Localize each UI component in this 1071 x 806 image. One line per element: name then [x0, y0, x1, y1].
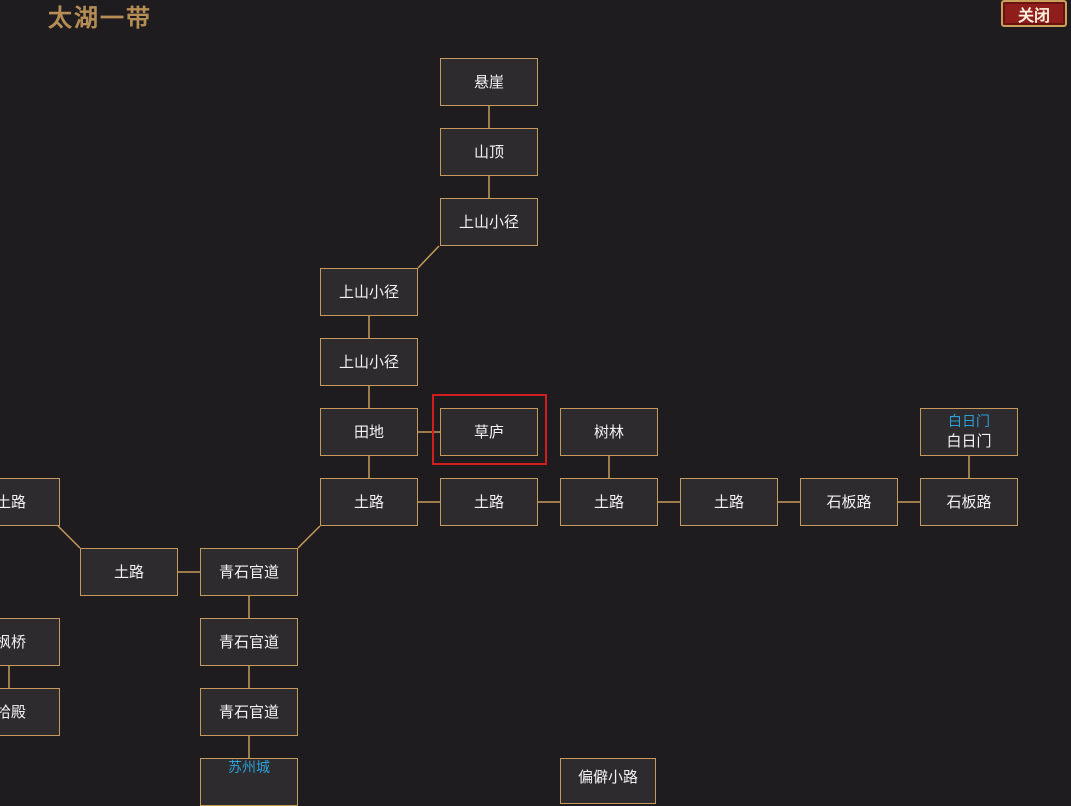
room-label: 土路	[353, 493, 384, 511]
room-caolu[interactable]: 草庐	[440, 408, 538, 456]
room-label: 上山小径	[338, 353, 399, 371]
link-shanjing1-shanjing2	[417, 245, 440, 269]
room-tulu-1[interactable]: 土路	[320, 478, 418, 526]
room-qingshi-1[interactable]: 青石官道	[200, 548, 298, 596]
room-label: 树林	[593, 423, 624, 441]
room-pianpi[interactable]: 偏僻小路	[560, 758, 656, 804]
map-links	[8, 106, 970, 758]
room-tiandi[interactable]: 田地	[320, 408, 418, 456]
room-shulin[interactable]: 树林	[560, 408, 658, 456]
room-fengqiao[interactable]: 枫桥	[0, 618, 60, 666]
link-tulu1-qingshi1	[297, 525, 321, 549]
room-label: 白日门	[946, 432, 992, 450]
room-shibanlu-1[interactable]: 石板路	[800, 478, 898, 526]
room-label: 拾殿	[0, 703, 26, 721]
room-label: 土路	[0, 493, 26, 511]
room-label: 土路	[113, 563, 144, 581]
room-tulu-4[interactable]: 土路	[680, 478, 778, 526]
room-label: 土路	[713, 493, 744, 511]
room-tulu-2[interactable]: 土路	[440, 478, 538, 526]
room-label: 青石官道	[218, 563, 279, 581]
room-label: 青石官道	[218, 703, 279, 721]
room-shibanlu-2[interactable]: 石板路	[920, 478, 1018, 526]
exit-label: 白日门	[948, 414, 990, 430]
room-label: 上山小径	[458, 213, 519, 231]
link-tululeft-tulu5	[57, 525, 81, 549]
room-label: 上山小径	[338, 283, 399, 301]
room-label: 草庐	[473, 423, 504, 441]
room-label: 枫桥	[0, 633, 26, 651]
room-shanjing-2[interactable]: 上山小径	[320, 268, 418, 316]
room-shanjing-1[interactable]: 上山小径	[440, 198, 538, 246]
close-button[interactable]: 关闭	[1001, 0, 1067, 27]
room-label: 土路	[473, 493, 504, 511]
room-qingshi-3[interactable]: 青石官道	[200, 688, 298, 736]
room-tulu-5[interactable]: 土路	[80, 548, 178, 596]
room-shanding[interactable]: 山顶	[440, 128, 538, 176]
room-label: 石板路	[826, 493, 872, 511]
room-label: 土路	[593, 493, 624, 511]
region-title: 太湖一带	[48, 3, 152, 32]
room-bairimen[interactable]: 白日门 白日门	[920, 408, 1018, 456]
room-shanjing-3[interactable]: 上山小径	[320, 338, 418, 386]
exit-label: 苏州城	[228, 760, 270, 776]
room-label: 田地	[353, 423, 384, 441]
room-label: 偏僻小路	[577, 768, 638, 786]
room-label: 石板路	[946, 493, 992, 511]
room-tulu-left[interactable]: 土路	[0, 478, 60, 526]
room-tulu-3[interactable]: 土路	[560, 478, 658, 526]
room-xuanya[interactable]: 悬崖	[440, 58, 538, 106]
room-qingshi-2[interactable]: 青石官道	[200, 618, 298, 666]
room-shidian[interactable]: 拾殿	[0, 688, 60, 736]
room-label: 悬崖	[473, 73, 504, 91]
room-suzhou-exit[interactable]: 苏州城	[200, 758, 298, 806]
room-label: 青石官道	[218, 633, 279, 651]
room-label: 山顶	[473, 143, 504, 161]
